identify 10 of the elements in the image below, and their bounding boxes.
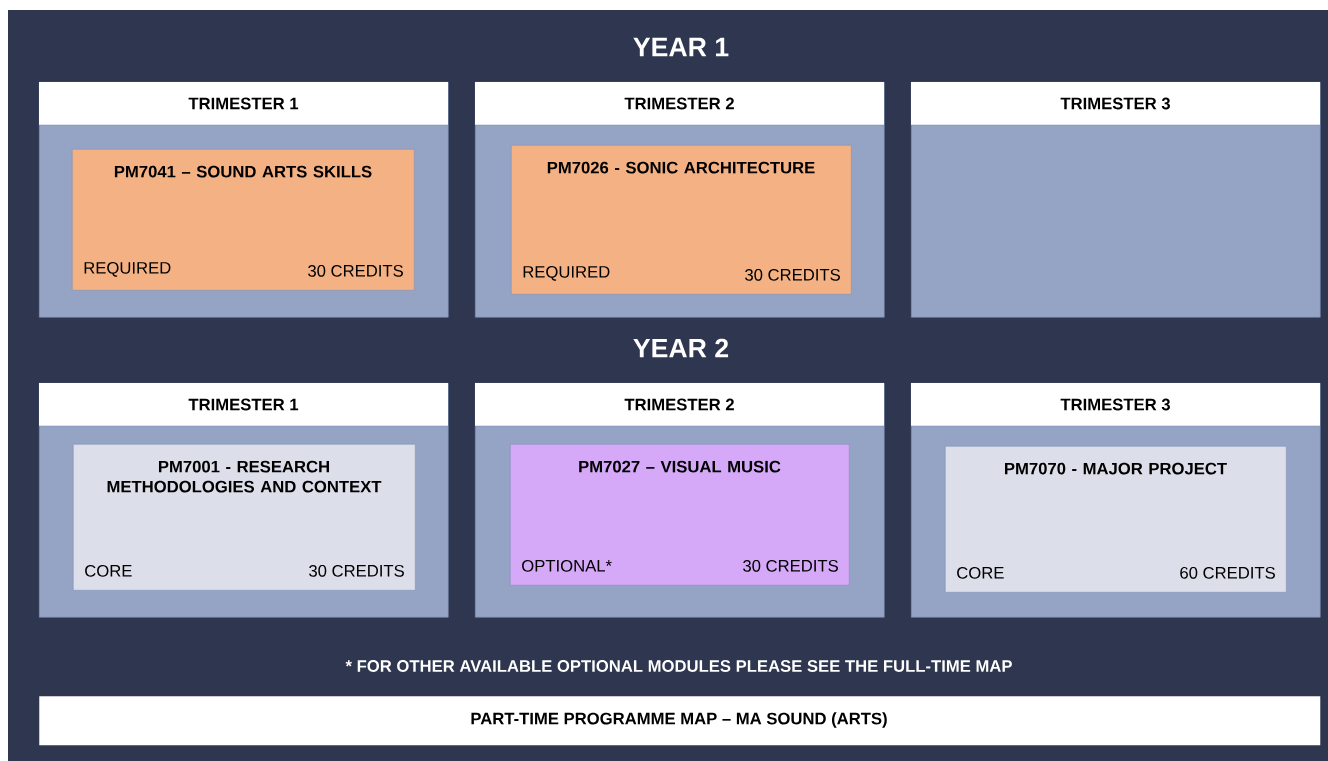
module-box: PM7026 - SONIC ARCHITECTURE REQUIRED 30 CREDITS (511, 145, 852, 295)
year-heading: YEAR 2 (633, 338, 729, 358)
trimester-panel: TRIMESTER 3 (910, 82, 1321, 318)
year-heading: YEAR 1 (633, 37, 729, 57)
title-banner: PART-TIME PROGRAMME MAP – MA SOUND (ARTS) (39, 696, 1321, 746)
module-box: PM7001 - RESEARCH METHODOLOGIES AND CONTEXT CORE 30 CREDITS (73, 444, 416, 591)
module-box: PM7070 - MAJOR PROJECT CORE 60 CREDITS (945, 446, 1287, 593)
module-box: PM7027 – VISUAL MUSIC OPTIONAL* 30 CREDITS (510, 444, 850, 586)
module-box: PM7041 – SOUND ARTS SKILLS REQUIRED 30 CREDITS (72, 149, 415, 291)
footnote: * FOR OTHER AVAILABLE OPTIONAL MODULES PLEASE SEE THE FULL-TIME MAP (345, 660, 1012, 672)
